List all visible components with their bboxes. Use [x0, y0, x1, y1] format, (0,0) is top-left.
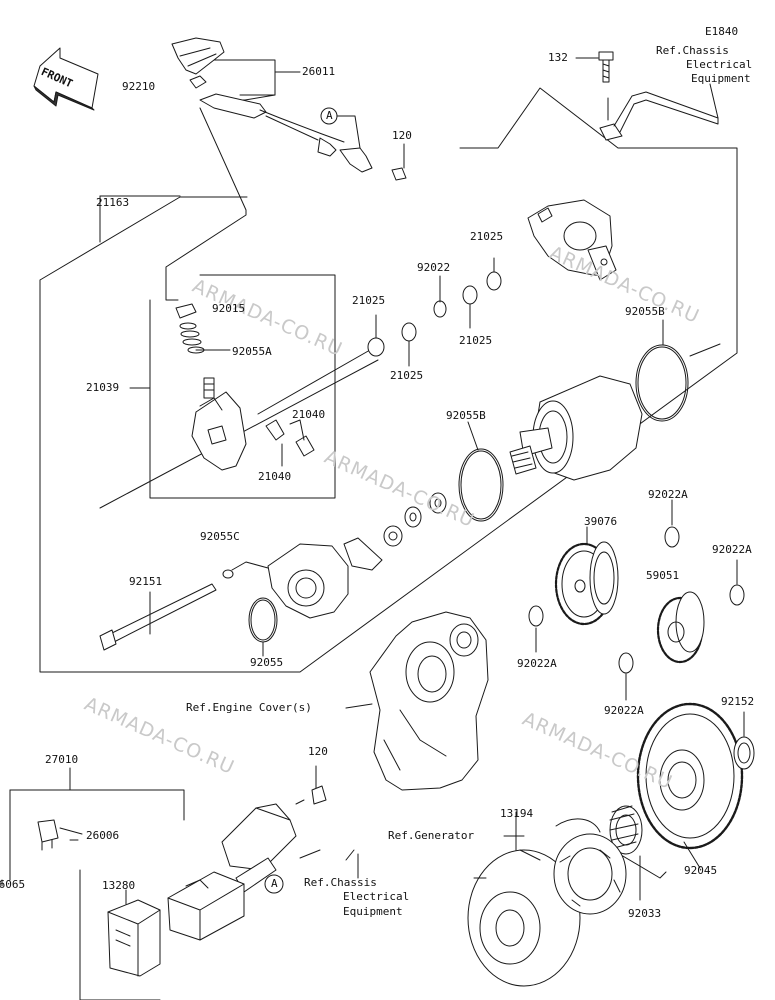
- part-label: 92022: [417, 261, 451, 274]
- ref-chassis-electrical-line2: Electrical: [686, 58, 753, 71]
- washer-21025-d: [367, 337, 385, 357]
- circlip: [555, 818, 601, 833]
- gear-39076: [554, 541, 619, 626]
- callout-a-bottom: [264, 874, 284, 894]
- starter-motor: [509, 375, 643, 481]
- part-label: 120: [308, 745, 328, 758]
- fuse-26006: [37, 819, 59, 851]
- starter-motor-group-outline: [39, 87, 738, 673]
- part-label: 21025: [459, 334, 493, 347]
- lead-cap: [171, 37, 407, 181]
- part-label: 92022A: [712, 543, 752, 556]
- part-label: 26065: [0, 878, 26, 891]
- washer-92022: [433, 300, 447, 318]
- part-label: 13280: [102, 879, 136, 892]
- part-label: 92022A: [604, 704, 644, 717]
- part-label: 132: [548, 51, 568, 64]
- ref-chassis-electrical-bottom-line1: Ref.Chassis: [304, 876, 377, 889]
- part-label: 92022A: [648, 488, 688, 501]
- part-label: 92015: [212, 302, 246, 315]
- diagram-code: E1840: [705, 25, 739, 38]
- one-way-clutch-13194: [467, 849, 581, 987]
- gear-92045: [636, 702, 744, 850]
- part-label: 26011: [302, 65, 336, 78]
- ref-chassis-electrical-bottom-line2: Electrical: [343, 890, 410, 903]
- washer-21025-c: [401, 322, 417, 342]
- relay-bracket: [221, 803, 297, 893]
- part-label: 120: [392, 129, 412, 142]
- starter-relay: [167, 871, 245, 941]
- part-label: 39076: [584, 515, 618, 528]
- part-label: 92033: [628, 907, 662, 920]
- starter-clutch-housing: [553, 833, 627, 915]
- part-label: 21040: [258, 470, 292, 483]
- part-label: 92055A: [232, 345, 272, 358]
- callout-a-top-label: A: [326, 109, 333, 122]
- o-ring-92055b-center: [458, 448, 504, 522]
- o-ring-92055b-right: [635, 344, 689, 422]
- front-arrow-icon: [33, 47, 99, 111]
- part-label: 92055B: [446, 409, 486, 422]
- o-ring-92055: [248, 597, 278, 643]
- bolt-132-icon: [598, 51, 614, 83]
- part-label: 27010: [45, 753, 79, 766]
- part-label: 21025: [390, 369, 424, 382]
- engine-cover: [369, 611, 489, 791]
- brush-21040-a: [265, 419, 285, 441]
- part-label: 59051: [646, 569, 680, 582]
- ref-engine-cover: Ref.Engine Cover(s): [186, 701, 312, 714]
- part-label: 92022A: [517, 657, 557, 670]
- part-label: 92055C: [200, 530, 240, 543]
- part-label: 26006: [86, 829, 120, 842]
- bolt-120-lower: [311, 785, 327, 805]
- ref-chassis-electrical-line3: Equipment: [691, 72, 751, 85]
- part-label: 13194: [500, 807, 534, 820]
- starter-rear-cover: [527, 199, 617, 281]
- ref-chassis-electrical-line1: Ref.Chassis: [656, 44, 729, 57]
- ref-generator: Ref.Generator: [388, 829, 475, 842]
- washer-21025-a: [486, 271, 502, 291]
- part-label: 21040: [292, 408, 326, 421]
- callout-a-bottom-label: A: [271, 877, 278, 890]
- brush-21040-b: [295, 435, 315, 457]
- part-label: 92045: [684, 864, 718, 877]
- washer-21025-b: [462, 285, 478, 305]
- part-label: 92151: [129, 575, 163, 588]
- bearing-92033: [609, 805, 643, 855]
- part-label: 92210: [122, 80, 156, 93]
- long-bolt-92151: [99, 583, 217, 651]
- starter-front-cover: [267, 537, 383, 619]
- part-label: 92055B: [625, 305, 665, 318]
- relay-13280: [107, 899, 161, 977]
- gear-59051: [656, 591, 705, 664]
- part-label: 21039: [86, 381, 120, 394]
- brush-plate-21039: [191, 377, 247, 471]
- part-label: 21025: [470, 230, 504, 243]
- part-label: 21163: [96, 196, 130, 209]
- washer-92152: [733, 736, 755, 770]
- part-label: 92152: [721, 695, 755, 708]
- ref-chassis-electrical-bottom-line3: Equipment: [343, 905, 403, 918]
- part-label: 21025: [352, 294, 386, 307]
- brush-holder-bracket: [149, 274, 336, 499]
- part-label: 92055: [250, 656, 284, 669]
